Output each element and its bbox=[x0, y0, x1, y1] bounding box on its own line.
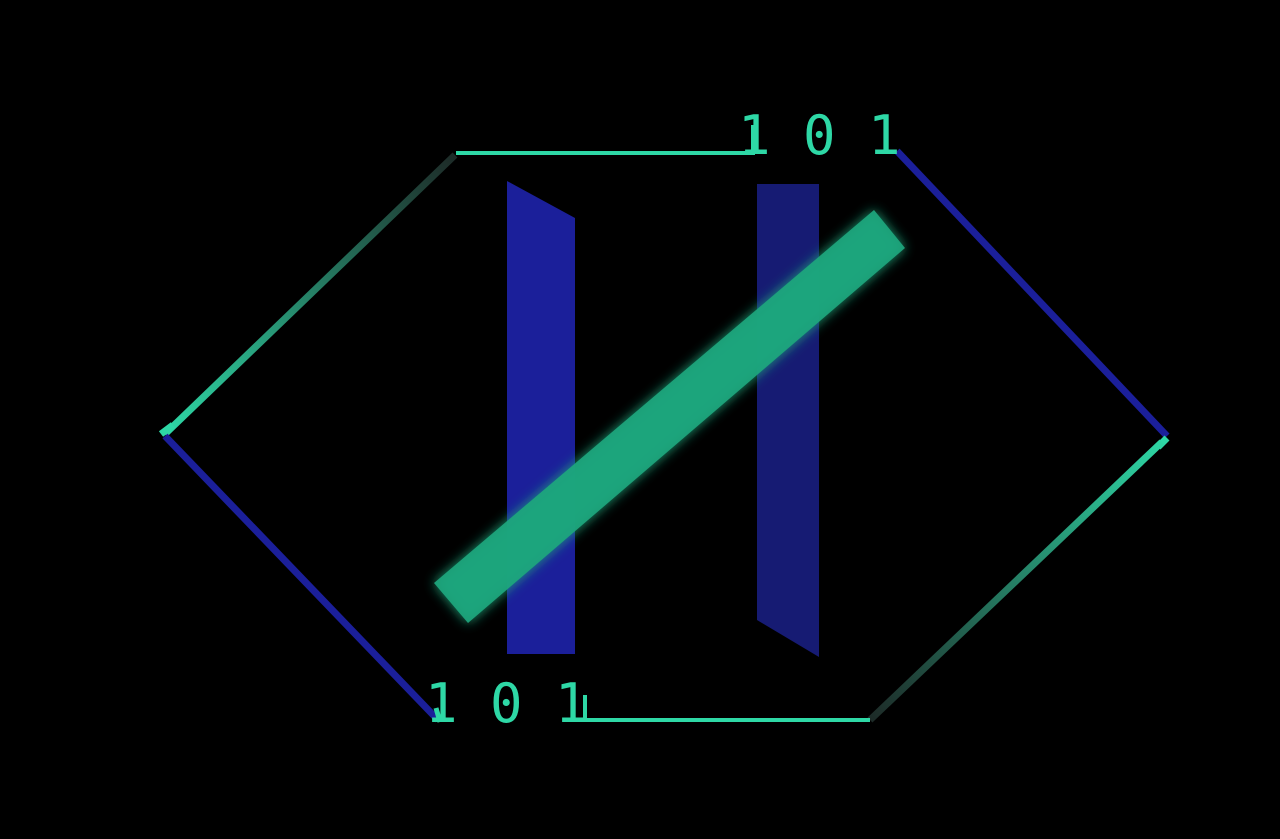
slash-bar bbox=[434, 210, 905, 623]
diagonal-slash bbox=[434, 210, 905, 623]
left-vertical-bar bbox=[507, 181, 575, 654]
frame-bottom-right-edge bbox=[867, 439, 1165, 723]
frame-top-left-edge bbox=[162, 152, 458, 437]
frame-bottom-left-edge bbox=[162, 433, 441, 723]
frame-bottom-tip bbox=[433, 707, 443, 723]
frame-top-right-edge bbox=[894, 148, 1170, 439]
frame-left-tip bbox=[158, 422, 176, 437]
right-vertical-bar bbox=[757, 184, 819, 657]
top-binary-text: 1 0 1 bbox=[738, 104, 901, 167]
frame-top-bracket bbox=[456, 125, 755, 155]
bottom-binary-text: 1 0 1 bbox=[425, 672, 588, 735]
frame-bottom-bracket bbox=[583, 695, 870, 722]
hexagon-frame bbox=[158, 125, 1170, 723]
